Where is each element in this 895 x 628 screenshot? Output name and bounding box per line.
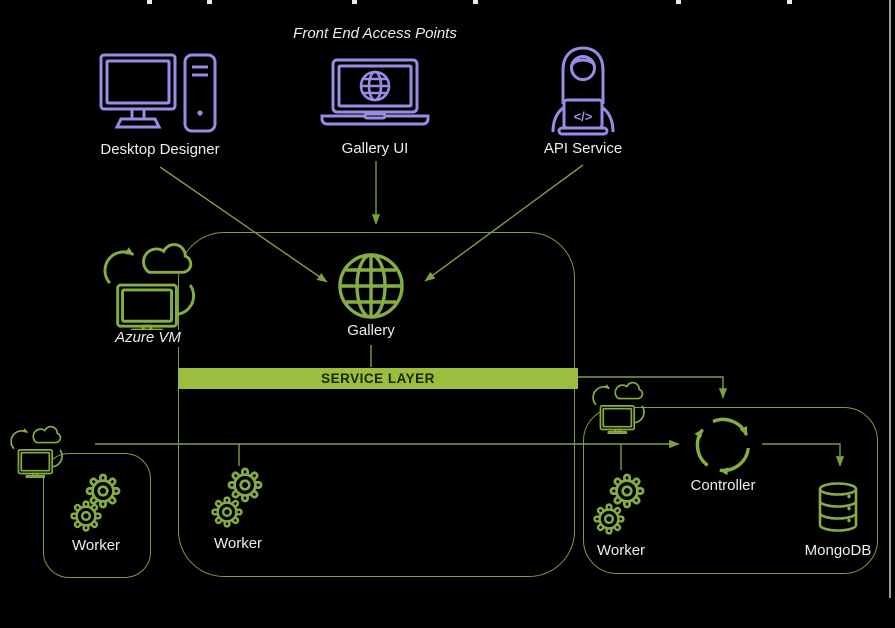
cutoff-text-fragment	[352, 0, 357, 4]
label-azure-vm: Azure VM	[111, 329, 185, 347]
service-layer-box	[178, 232, 575, 577]
circular-sync-arrows-icon	[694, 417, 751, 476]
gears-icon-worker-right	[593, 473, 645, 535]
label-api-service: API Service	[543, 140, 623, 157]
label-desktop-designer: Desktop Designer	[100, 141, 220, 158]
cutoff-text-fragment	[676, 0, 681, 4]
cutoff-text-fragment	[147, 0, 152, 4]
cutoff-text-fragment	[473, 0, 478, 4]
database-icon	[818, 482, 858, 532]
label-worker-left: Worker	[71, 537, 121, 554]
label-controller: Controller	[690, 477, 756, 494]
label-worker-mid: Worker	[213, 535, 263, 552]
globe-icon	[338, 253, 404, 319]
cutoff-text-fragment	[787, 0, 792, 4]
laptop-globe-icon	[320, 58, 430, 126]
cutoff-text-fragment	[207, 0, 212, 4]
label-gallery: Gallery	[347, 322, 395, 339]
azure-vm-icon	[100, 240, 200, 334]
svg-text:</>: </>	[574, 109, 593, 124]
gears-icon-worker-mid	[211, 467, 263, 528]
diagram-heading: Front End Access Points	[293, 25, 457, 42]
azure-vm-mini-icon-right	[590, 380, 648, 434]
gears-icon-worker-left	[70, 473, 121, 532]
service-layer-bar: SERVICE LAYER	[178, 368, 578, 389]
developer-person-icon: </>	[551, 46, 615, 136]
label-gallery-ui: Gallery UI	[341, 140, 409, 157]
worker-box-left	[43, 453, 151, 578]
label-mongodb: MongoDB	[804, 542, 872, 559]
label-worker-right: Worker	[596, 542, 646, 559]
azure-vm-mini-icon-left	[8, 424, 66, 478]
slide-right-border	[889, 0, 891, 598]
controller-box	[583, 407, 878, 574]
desktop-computer-icon	[99, 53, 217, 133]
service-layer-label: SERVICE LAYER	[321, 371, 435, 386]
